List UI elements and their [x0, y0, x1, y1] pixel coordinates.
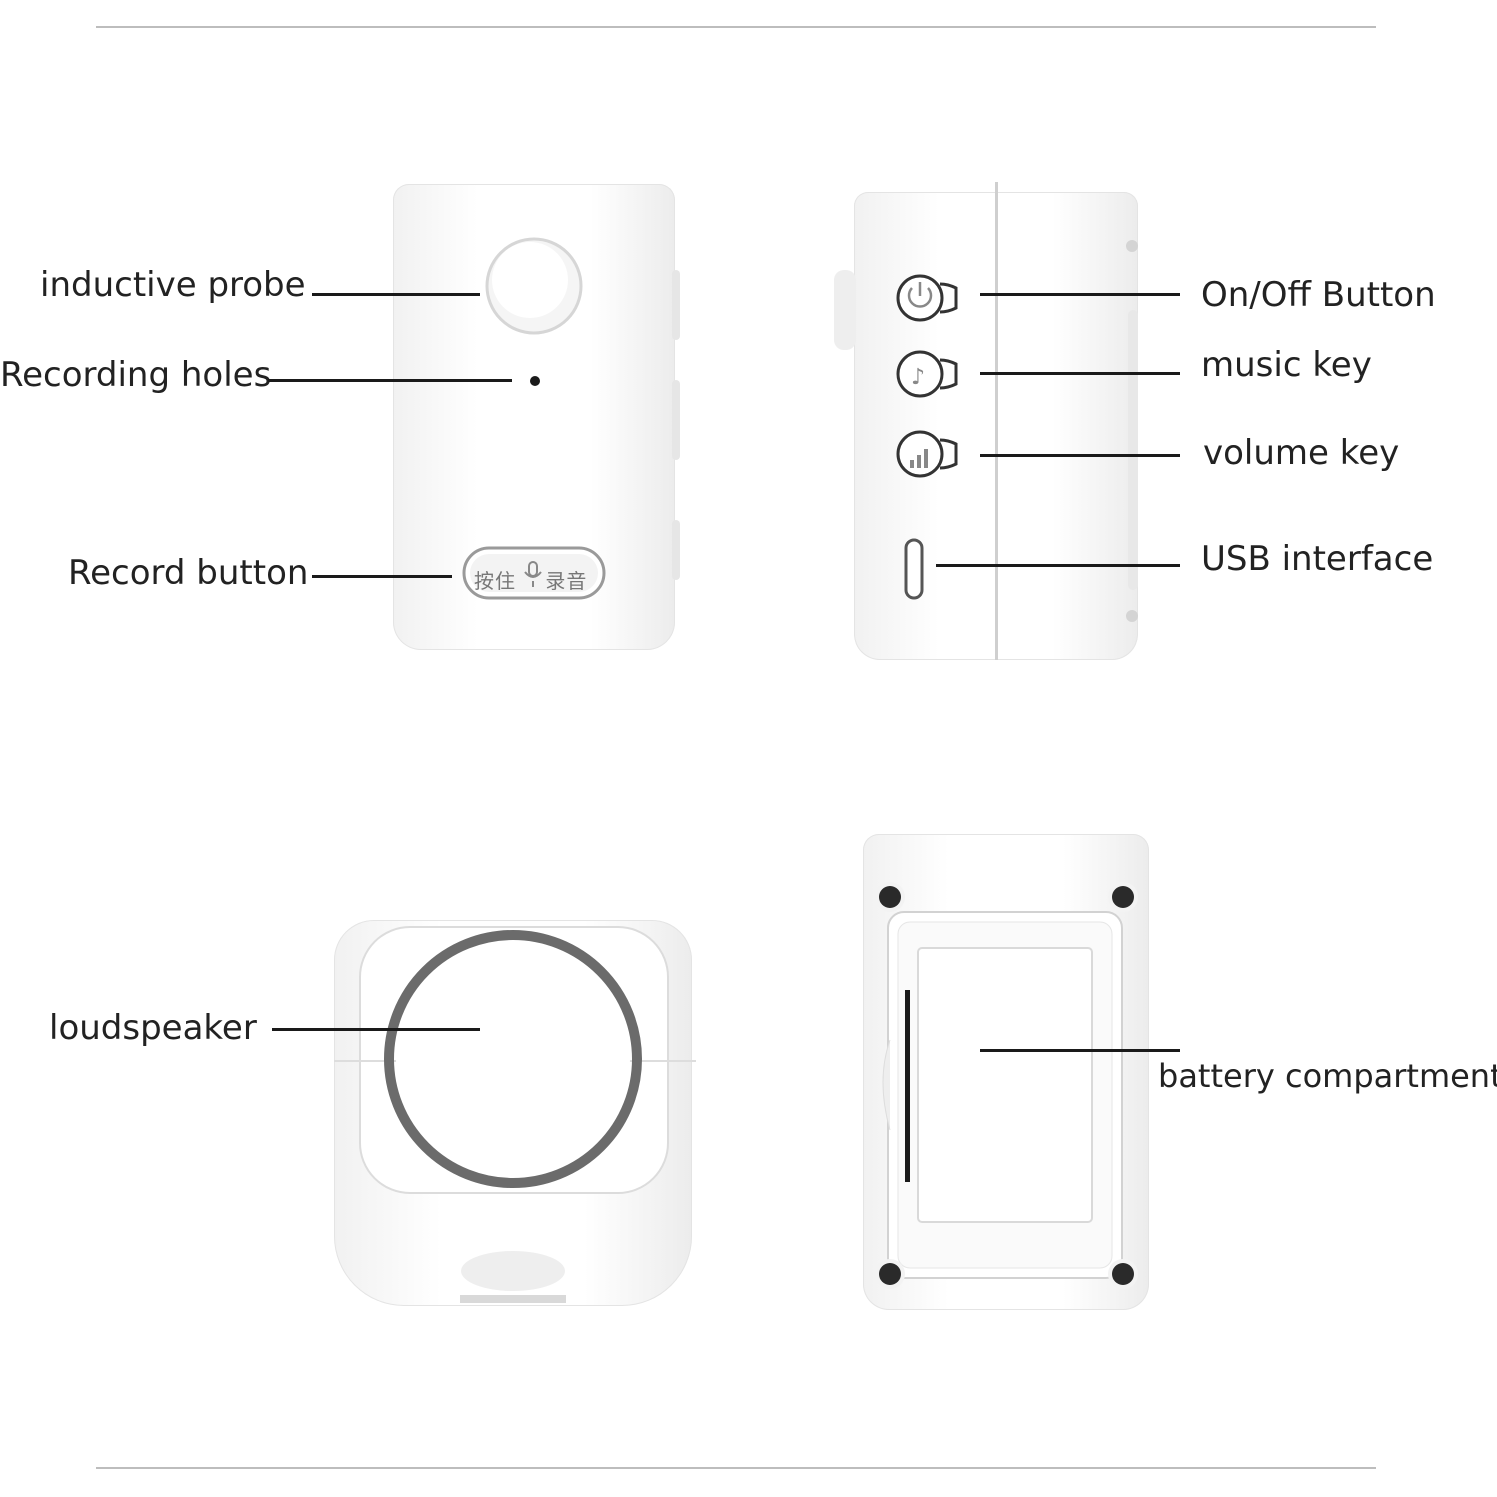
side-view-details: ♪: [834, 240, 1138, 622]
screw-top-right: [1112, 886, 1134, 908]
screw-top-left: [879, 886, 901, 908]
leader-record-button: [312, 575, 452, 578]
record-button-text-left: 按住 录音: [474, 569, 588, 593]
bottom-divider: [96, 1467, 1376, 1469]
leader-volume-key: [980, 454, 1180, 457]
volume-key: [896, 430, 958, 478]
recording-hole: [530, 376, 540, 386]
power-key: [896, 274, 958, 322]
label-recording-holes: Recording holes: [0, 355, 272, 395]
screw-bottom-left: [879, 1263, 901, 1285]
leader-music-key: [980, 372, 1180, 375]
top-divider: [96, 26, 1376, 28]
label-record-button: Record button: [68, 553, 309, 593]
label-music-key: music key: [1201, 345, 1372, 385]
leader-usb-interface: [936, 564, 1180, 567]
leader-inductive-probe: [312, 293, 480, 296]
label-volume-key: volume key: [1203, 433, 1400, 473]
back-view-details: [882, 911, 1123, 1279]
speaker-ring: [384, 930, 642, 1188]
label-on-off-button: On/Off Button: [1201, 275, 1436, 315]
leader-loudspeaker: [272, 1028, 480, 1031]
label-loudspeaker: loudspeaker: [49, 1008, 257, 1048]
leader-recording-holes: [268, 379, 512, 382]
leader-on-off-button: [980, 293, 1180, 296]
music-key: ♪: [896, 350, 958, 398]
screw-bottom-right: [1112, 1263, 1134, 1285]
label-battery-compartment: battery compartment: [1158, 1057, 1497, 1095]
usb-port: [904, 538, 924, 600]
battery-door: [917, 947, 1093, 1223]
leader-battery-compartment: [980, 1049, 1180, 1052]
svg-text:♪: ♪: [911, 365, 925, 390]
speaker-view-details: [334, 926, 696, 1303]
front-view-details: [462, 237, 680, 600]
label-inductive-probe: inductive probe: [40, 265, 306, 305]
label-usb-interface: USB interface: [1201, 539, 1434, 579]
side-seam: [995, 182, 998, 660]
